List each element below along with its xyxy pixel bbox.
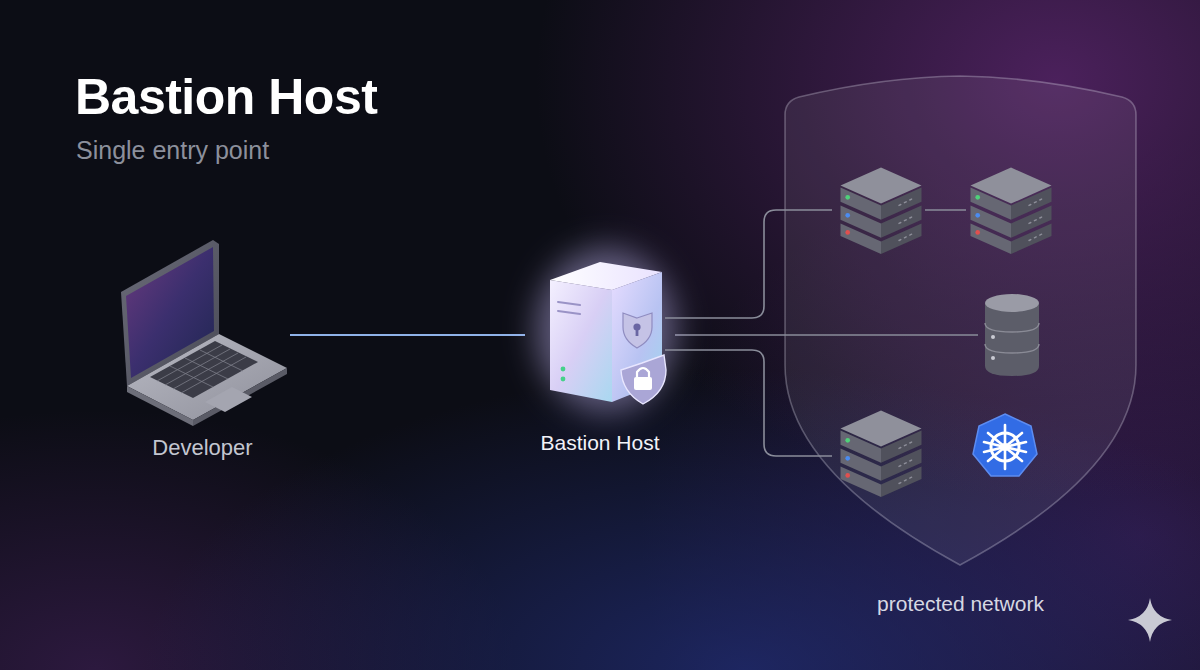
network-wires (665, 210, 978, 456)
server-stack-icon (841, 411, 922, 497)
node-label: protected network (763, 592, 1158, 616)
server-stack-icon (971, 168, 1052, 254)
sparkle-watermark (1128, 598, 1172, 642)
diagram-title: Bastion Host (75, 68, 377, 126)
access-link (290, 334, 525, 336)
bastion-server-illustration (536, 248, 676, 412)
diagram-subtitle: Single entry point (76, 136, 269, 165)
database-icon (985, 294, 1039, 376)
kubernetes-icon (973, 414, 1037, 476)
shield-outline (783, 75, 1138, 567)
shield-shape (785, 76, 1136, 565)
network-link (675, 334, 783, 336)
bastion-node: Bastion Host (525, 255, 675, 465)
network-zone: protected network (783, 75, 1138, 620)
laptop-illustration (121, 240, 287, 426)
node-label: Bastion Host (505, 431, 695, 455)
server-stack-icon (841, 168, 922, 254)
client-node: Developer (115, 235, 290, 465)
node-label: Developer (95, 435, 310, 461)
